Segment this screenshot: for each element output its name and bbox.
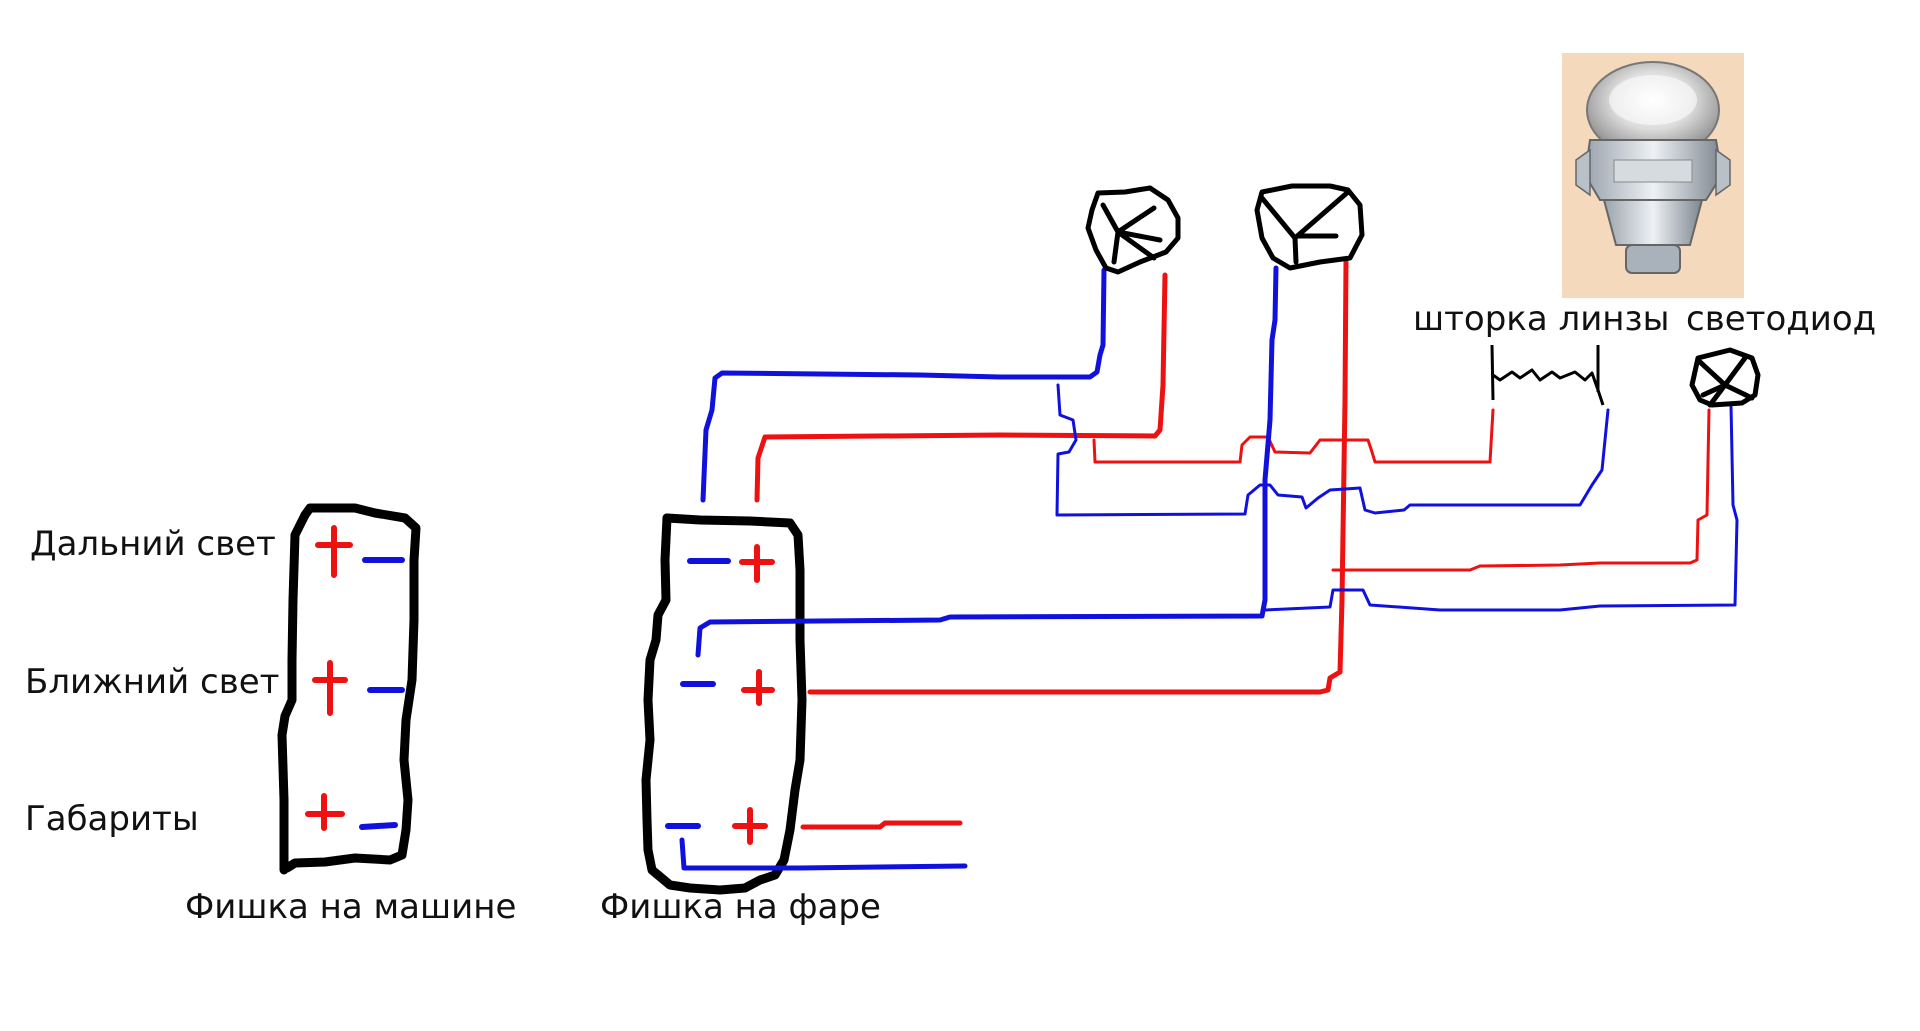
car-connector-label: Фишка на машине [185,887,516,927]
low-beam-bulb [1254,183,1365,271]
negative-wires [679,265,1739,871]
wire-high-beam-negative [700,267,1107,503]
lamp-high-plus [739,544,775,583]
projector-lens-photo [1562,53,1744,298]
lamp-connector [641,513,807,895]
wire-led-positive [1331,408,1711,572]
lamp-connector-label: Фишка на фаре [600,887,881,927]
wire-parking-negative [679,837,968,871]
led-bulb [1689,347,1761,408]
wire-shutter-positive [1092,408,1495,464]
car-high-plus [315,525,353,578]
positive-wires [754,259,1711,830]
car-low-plus [312,660,348,716]
car-connector [277,503,421,875]
lens-shutter-label: шторка линзы [1413,299,1669,339]
lamp-low-plus [741,669,775,706]
wire-parking-positive [800,820,963,830]
high-beam-bulb [1085,185,1181,275]
wire-high-beam-positive [754,272,1168,503]
car-parking-plus [305,793,345,831]
lamp-parking-plus [732,807,768,845]
parking-lights-label: Габариты [25,799,199,839]
lens-shutter-symbol [1490,344,1605,406]
low-beam-label: Ближний свет [25,662,279,702]
wire-low-beam-negative [695,265,1279,658]
car-parking-minus [359,822,398,830]
wire-led-negative [1263,403,1739,612]
high-beam-label: Дальний свет [30,524,276,564]
led-label: светодиод [1686,299,1876,339]
wire-shutter-negative [1055,383,1610,517]
wire-low-beam-positive [807,259,1349,695]
